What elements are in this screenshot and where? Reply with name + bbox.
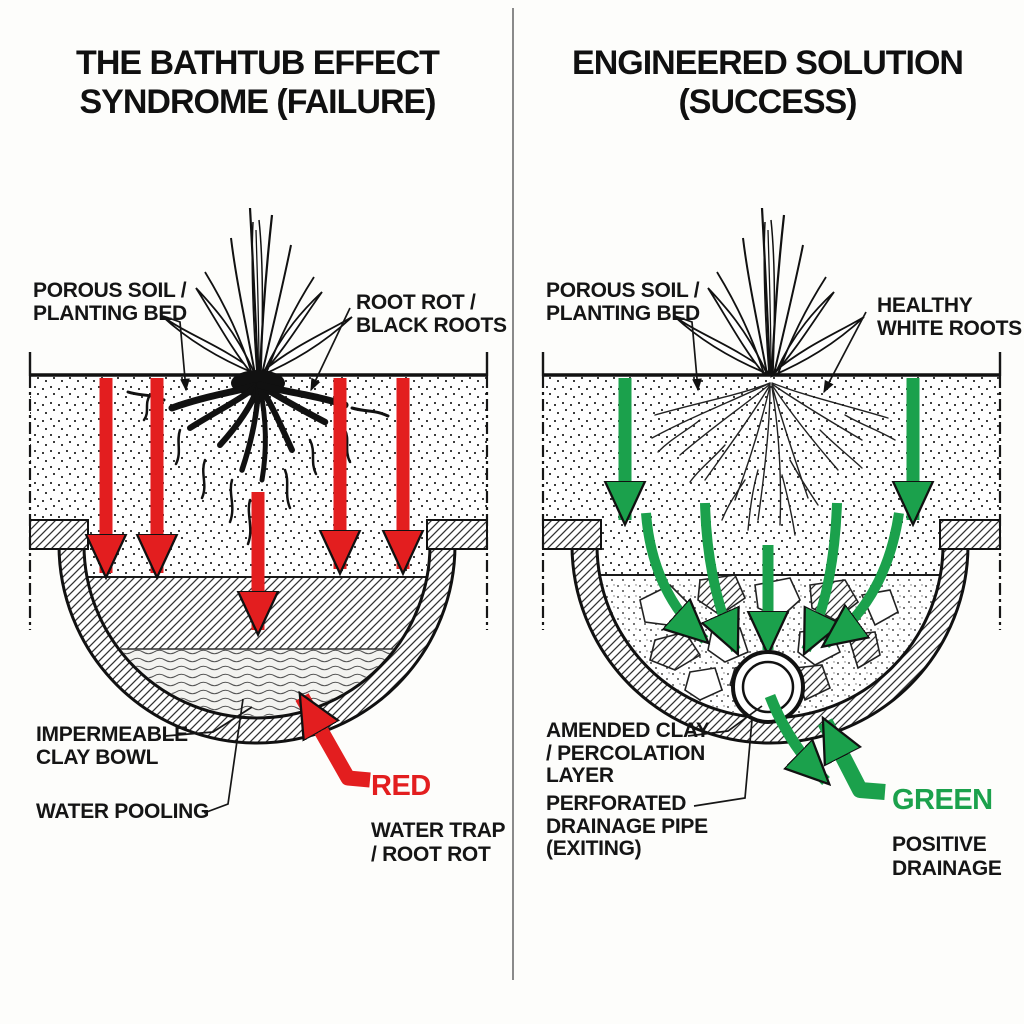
- perforated-drainage-pipe: [731, 650, 805, 724]
- red-legend-word: RED: [371, 770, 431, 802]
- left-callout-lines: [162, 307, 351, 814]
- green-legend-desc: POSITIVE DRAINAGE: [892, 833, 1002, 880]
- right-callout-lines: [674, 311, 867, 807]
- label-porous-soil-right: POROUS SOIL / PLANTING BED: [546, 279, 700, 325]
- water-exit-arrow: [764, 694, 826, 781]
- green-legend: GREEN POSITIVE DRAINAGE: [892, 767, 1002, 898]
- red-legend: RED WATER TRAP / ROOT ROT: [371, 753, 506, 884]
- label-porous-soil-left: POROUS SOIL / PLANTING BED: [33, 279, 187, 325]
- right-planting-bed: [543, 375, 1000, 520]
- green-drainage-arrows: [625, 378, 913, 650]
- right-success-diagram: [541, 206, 1002, 807]
- healthy-white-roots: [651, 382, 896, 536]
- left-failure-diagram: [28, 206, 489, 814]
- label-impermeable-clay-bowl: IMPERMEABLE CLAY BOWL: [36, 723, 188, 769]
- left-panel-title: THE BATHTUB EFFECT SYNDROME (FAILURE): [76, 44, 440, 122]
- right-panel-title: ENGINEERED SOLUTION (SUCCESS): [572, 44, 964, 122]
- green-legend-arrow: [817, 722, 886, 800]
- label-amended-clay: AMENDED CLAY / PERCOLATION LAYER: [546, 719, 710, 788]
- label-healthy-white-roots: HEALTHY WHITE ROOTS: [877, 294, 1022, 340]
- green-legend-word: GREEN: [892, 784, 993, 816]
- red-legend-arrow: [295, 697, 371, 788]
- label-water-pooling: WATER POOLING: [36, 800, 210, 823]
- red-water-arrows: [106, 378, 403, 788]
- label-drainage-pipe: PERFORATED DRAINAGE PIPE (EXITING): [546, 792, 708, 861]
- red-legend-desc: WATER TRAP / ROOT ROT: [371, 819, 506, 866]
- label-root-rot: ROOT ROT / BLACK ROOTS: [356, 291, 507, 337]
